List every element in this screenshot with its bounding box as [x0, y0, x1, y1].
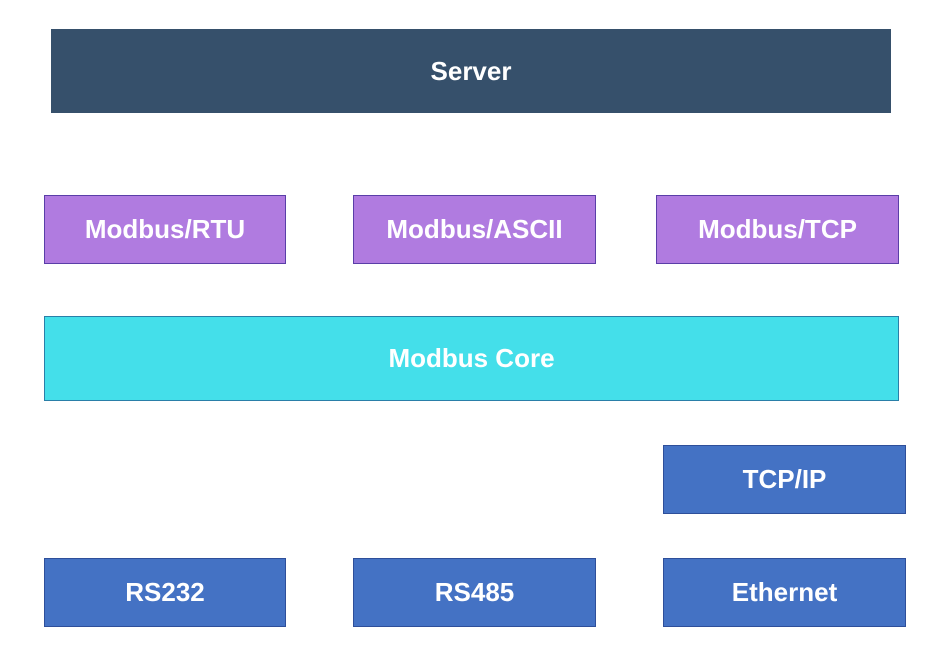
modbus-tcp-label: Modbus/TCP: [698, 214, 857, 244]
server-label: Server: [430, 55, 512, 86]
modbus-ascii-block: Modbus/ASCII: [353, 195, 596, 264]
rs485-label: RS485: [434, 577, 515, 607]
modbus-ascii-label: Modbus/ASCII: [386, 214, 563, 244]
tcp-ip-label: TCP/IP: [742, 464, 827, 494]
rs485-block: RS485: [353, 558, 596, 627]
server-block: Server: [51, 29, 891, 113]
modbus-rtu-block: Modbus/RTU: [44, 195, 286, 264]
modbus-core-label: Modbus Core: [388, 343, 555, 373]
modbus-tcp-block: Modbus/TCP: [656, 195, 899, 264]
ethernet-block: Ethernet: [663, 558, 906, 627]
modbus-rtu-label: Modbus/RTU: [84, 214, 246, 244]
rs232-block: RS232: [44, 558, 286, 627]
rs232-label: RS232: [125, 577, 205, 607]
modbus-core-block: Modbus Core: [44, 316, 899, 401]
ethernet-label: Ethernet: [731, 577, 838, 607]
tcp-ip-block: TCP/IP: [663, 445, 906, 514]
